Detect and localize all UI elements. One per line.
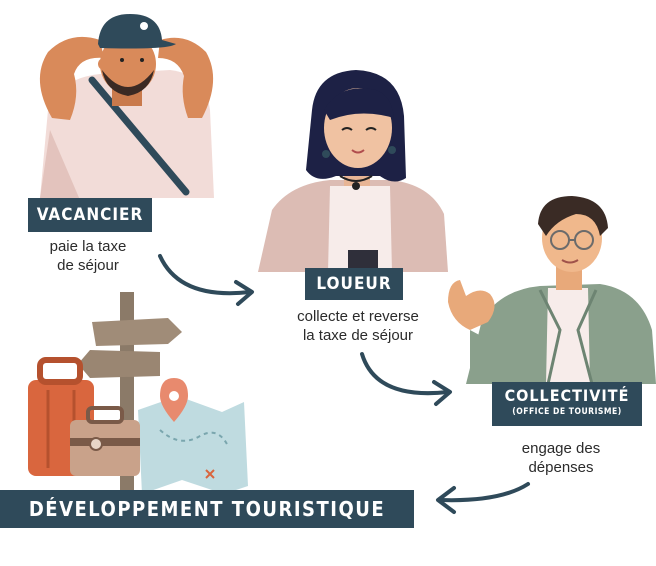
travel-items-illustration (28, 292, 248, 494)
loueur-caption: collecte et reverse la taxe de séjour (268, 307, 448, 345)
developpement-local-label: DÉVELOPPEMENT TOURISTIQUE LOCAL (0, 490, 414, 559)
loueur-label: LOUEUR (305, 268, 403, 300)
collectivite-caption: engage des dépenses (506, 439, 616, 477)
arrow-vacancier-to-loueur (158, 254, 252, 296)
loueur-caption-line2: la taxe de séjour (302, 327, 414, 344)
vacancier-caption-line2: de séjour (57, 257, 119, 274)
loueur-caption-line1: collecte et reverse (297, 308, 419, 325)
arrow-loueur-to-collectivite (360, 352, 450, 396)
collectivite-label-sub: (OFFICE DE TOURISME) (512, 407, 622, 417)
vacationer-illustration (39, 14, 214, 200)
collectivite-label-main: COLLECTIVITÉ (504, 386, 630, 405)
vacancier-caption-line1: paie la taxe (49, 238, 127, 255)
vacancier-label: VACANCIER (28, 198, 152, 232)
host-illustration (258, 70, 448, 272)
official-illustration (448, 196, 656, 385)
arrow-collectivite-to-local (438, 482, 530, 503)
flow-arrows (158, 254, 530, 514)
collectivite-caption-line2: dépenses (528, 459, 594, 476)
collectivite-caption-line1: engage des (521, 440, 601, 457)
collectivite-label: COLLECTIVITÉ (OFFICE DE TOURISME) (492, 382, 642, 426)
flow-illustration (28, 14, 656, 514)
vacancier-caption: paie la taxe de séjour (28, 237, 148, 275)
